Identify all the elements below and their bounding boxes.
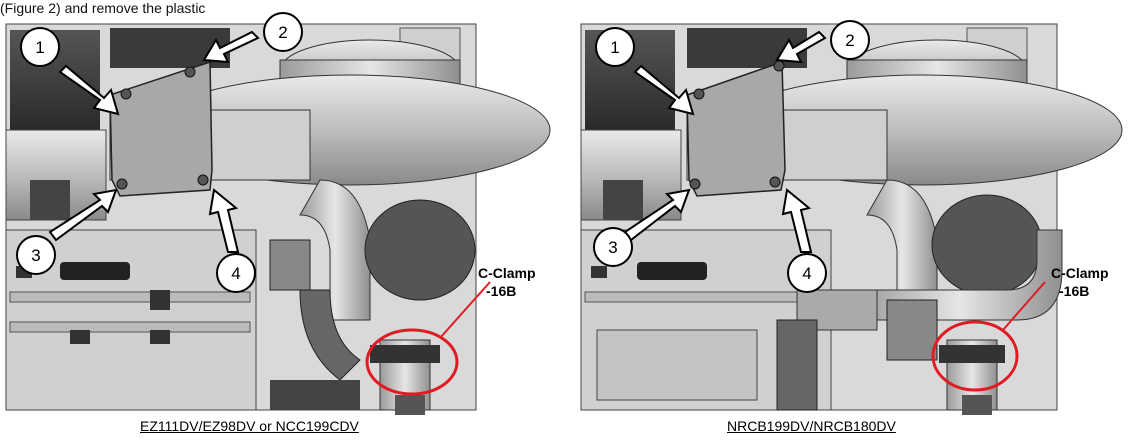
callout-3-left: 3 <box>16 188 118 275</box>
callout-2-left: 2 <box>202 12 303 64</box>
callout-2-right: 2 <box>775 20 870 64</box>
callout-4-left: 4 <box>208 188 256 293</box>
figure-left: 1 2 3 4 C-Clamp -16B EZ111DV/EZ98DV or N… <box>5 12 551 434</box>
callout-4-right: 4 <box>781 188 827 293</box>
clamp-label-line2: -16B <box>486 283 517 299</box>
figure-caption-right: NRCB199DV/NRCB180DV <box>727 418 896 434</box>
clamp-label-line1: C-Clamp <box>478 265 536 281</box>
svg-text:3: 3 <box>608 238 617 257</box>
svg-text:4: 4 <box>802 264 811 283</box>
svg-text:3: 3 <box>31 246 40 265</box>
figure-right: 1 2 3 4 C-Clamp -16B NRCB199DV/NRCB180DV <box>567 0 1134 440</box>
heater-illustration-left: 1 2 3 4 <box>5 12 551 415</box>
svg-text:1: 1 <box>35 38 44 57</box>
callout-1-right: 1 <box>595 27 695 116</box>
figure-caption-left: EZ111DV/EZ98DV or NCC199CDV <box>140 418 359 434</box>
svg-text:4: 4 <box>231 264 240 283</box>
heater-illustration-right: 1 2 3 4 <box>580 20 1123 415</box>
svg-text:2: 2 <box>845 31 854 50</box>
clamp-label-left: C-Clamp -16B <box>478 264 536 300</box>
clamp-label-line1: C-Clamp <box>1051 265 1109 281</box>
svg-text:2: 2 <box>278 23 287 42</box>
svg-text:1: 1 <box>610 38 619 57</box>
header-fragment: (Figure 2) and remove the plastic <box>0 0 206 16</box>
clamp-label-right: C-Clamp -16B <box>1051 264 1109 300</box>
clamp-label-line2: -16B <box>1059 283 1090 299</box>
callout-1-left: 1 <box>20 27 120 116</box>
callout-3-right: 3 <box>593 188 691 267</box>
